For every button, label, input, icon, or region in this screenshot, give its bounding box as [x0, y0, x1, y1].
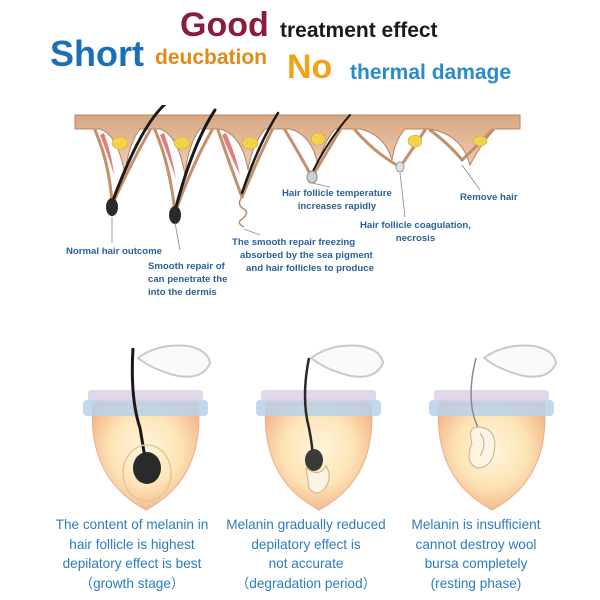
- label-coagulation: Hair follicle coagulation, necrosis: [360, 219, 471, 245]
- headline-short: Short: [50, 33, 144, 74]
- headline-treatment-effect: treatment effect: [280, 19, 438, 42]
- caption-line: depilatory effect is: [251, 536, 361, 552]
- caption-line: Melanin is insufficient: [411, 517, 541, 532]
- stage-caption-resting: Melanin is insufficient cannot destroy w…: [386, 515, 566, 593]
- label-line: Normal hair outcome: [66, 246, 162, 257]
- label-line: necrosis: [395, 233, 436, 244]
- label-smooth-repair: Smooth repair of can penetrate the into …: [148, 260, 227, 299]
- caption-line: cannot destroy wool: [415, 536, 537, 552]
- hair-growth-stages-panel: The content of melanin in hair follicle …: [0, 308, 600, 600]
- headline-good: Good: [180, 6, 269, 44]
- label-line: Remove hair: [460, 192, 518, 203]
- skin-cross-section-illustration: [74, 93, 521, 251]
- label-line: increases rapidly: [297, 201, 377, 212]
- label-temperature: Hair follicle temperature increases rapi…: [282, 187, 392, 213]
- label-line: Hair follicle coagulation,: [360, 220, 471, 231]
- label-freezing: The smooth repair freezing absorbed by t…: [232, 236, 374, 275]
- label-line: can penetrate the: [148, 274, 228, 285]
- caption-line: (resting phase): [430, 575, 522, 591]
- label-normal-hair-outcome: Normal hair outcome: [66, 245, 162, 258]
- label-remove-hair: Remove hair: [460, 191, 518, 204]
- stage-caption-growth: The content of melanin in hair follicle …: [42, 515, 222, 593]
- caption-line: The content of melanin in: [55, 517, 209, 532]
- growth-stage-illustration: [83, 344, 212, 511]
- caption-line: Melanin gradually reduced: [226, 517, 386, 532]
- label-line: absorbed by the sea pigment: [240, 250, 373, 261]
- caption-line: （degradation period）: [235, 575, 377, 591]
- headline-thermal-damage: thermal damage: [350, 61, 512, 84]
- label-line: Smooth repair of: [148, 261, 225, 272]
- label-line: The smooth repair freezing: [232, 237, 356, 248]
- label-line: and hair follicles to produce: [246, 263, 374, 274]
- degradation-stage-illustration: [256, 344, 385, 511]
- stage-caption-degradation: Melanin gradually reduced depilatory eff…: [216, 515, 396, 593]
- caption-line: bursa completely: [424, 556, 528, 571]
- hair-removal-process-diagram: Normal hair outcome Smooth repair of can…: [0, 93, 600, 305]
- caption-line: （growth stage）: [79, 575, 185, 591]
- headline-deucbation: deucbation: [155, 46, 268, 69]
- caption-line: hair follicle is highest: [69, 536, 195, 552]
- label-line: Hair follicle temperature: [282, 188, 392, 199]
- headline-no: No: [287, 48, 333, 86]
- resting-stage-illustration: [429, 344, 558, 511]
- caption-line: depilatory effect is best: [62, 556, 202, 571]
- caption-line: not accurate: [268, 556, 344, 571]
- label-line: into the dermis: [148, 287, 217, 298]
